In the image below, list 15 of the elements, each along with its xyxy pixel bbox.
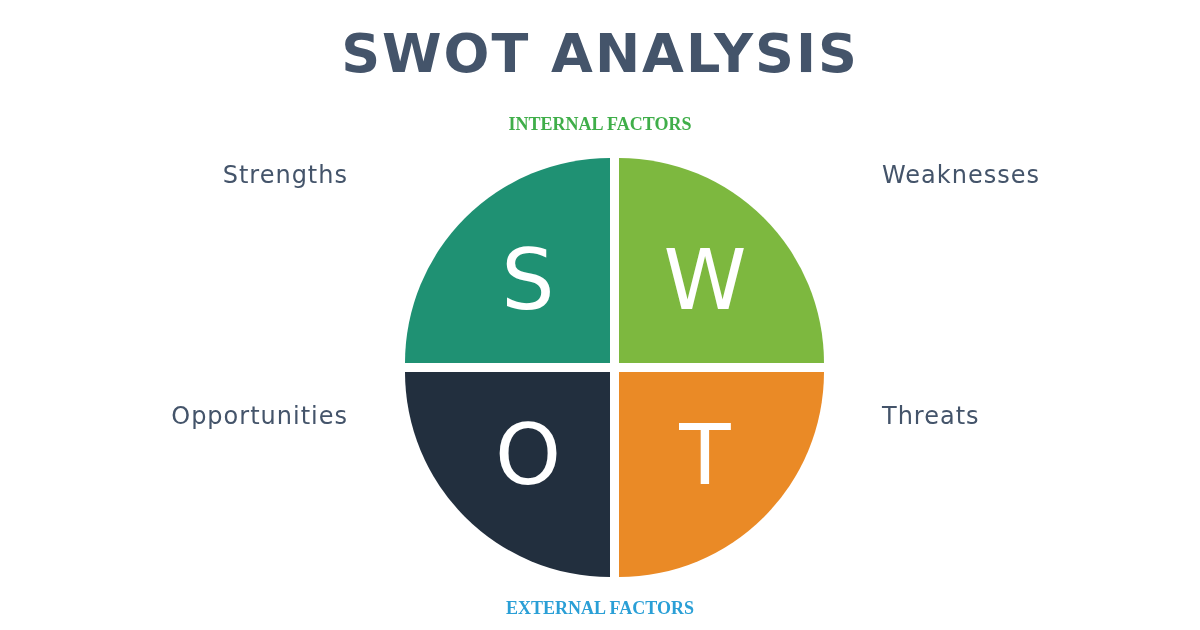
quadrant-letter: O bbox=[494, 410, 562, 500]
quadrant-caption: Threats bbox=[882, 401, 980, 431]
quadrant-caption: Strengths bbox=[222, 160, 348, 190]
quadrant bbox=[619, 158, 824, 363]
quadrant bbox=[405, 372, 610, 577]
quadrant bbox=[619, 372, 824, 577]
quadrant-letter: W bbox=[663, 235, 747, 325]
quadrant-letter: T bbox=[679, 410, 731, 500]
quadrant bbox=[405, 158, 610, 363]
quadrant-caption: Weaknesses bbox=[882, 160, 1040, 190]
quadrant-letter: S bbox=[501, 235, 555, 325]
quadrant-caption: Opportunities bbox=[171, 401, 348, 431]
axis-label: INTERNAL FACTORS bbox=[508, 113, 692, 136]
title: SWOT ANALYSIS bbox=[341, 22, 859, 86]
axis-label: EXTERNAL FACTORS bbox=[506, 597, 694, 620]
